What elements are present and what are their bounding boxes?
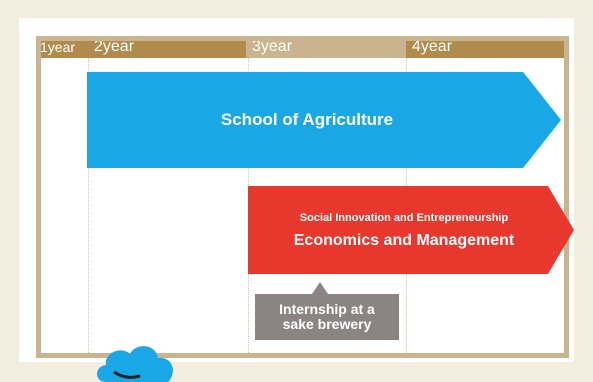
internship-line-1: Internship at a [279, 301, 375, 317]
divider-year-2 [88, 58, 90, 353]
cloud-icon [97, 346, 173, 382]
agriculture-label: School of Agriculture [220, 110, 394, 129]
year-4-label: 4year [412, 38, 453, 55]
internship-box: Internship at a sake brewery [255, 294, 399, 340]
agriculture-arrow [87, 72, 561, 168]
timeline-frame [36, 36, 569, 358]
year-1-label: 1year [40, 39, 76, 55]
year-2-label: 2year [94, 38, 135, 55]
economics-arrow [248, 186, 574, 274]
innovation-sublabel: Social Innovation and Entrepreneurship [299, 212, 509, 224]
economics-label: Economics and Management [293, 232, 515, 249]
internship-line-2: sake brewery [282, 316, 372, 332]
internship-pointer [312, 282, 328, 294]
year-3-label: 3year [246, 36, 406, 58]
year-header: 1year 2year 3year 4year [36, 36, 569, 58]
